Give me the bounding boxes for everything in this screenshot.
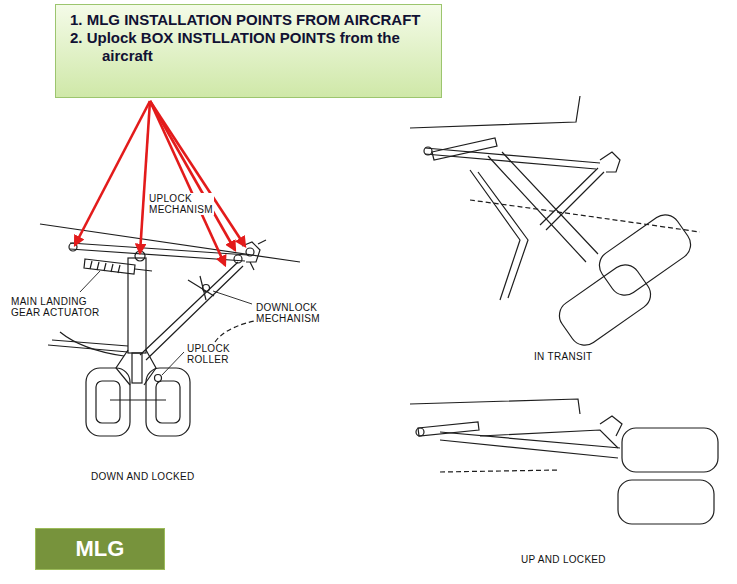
part-label: DOWNLOCK MECHANISM (255, 302, 329, 324)
leader-lines (80, 271, 252, 375)
drag-brace (470, 170, 528, 300)
hydraulic-line (60, 332, 124, 356)
leader-line (162, 352, 184, 375)
callout-item: 1. MLG INSTALLATION POINTS FROM AIRCRAFT (70, 11, 431, 29)
callout-item: 2. Uplock BOX INSTLLATION POINTS from th… (70, 29, 431, 65)
callout-arrow (150, 101, 245, 246)
uplock-hook (246, 248, 254, 256)
actuator-cylinder (432, 138, 497, 160)
view-caption: IN TRANSIT (533, 351, 625, 362)
wheel (622, 428, 718, 472)
wheel-well-line (440, 470, 560, 472)
wheel-hub (96, 381, 120, 423)
actuator-rod (135, 269, 152, 271)
pivot (424, 147, 432, 155)
wheel (86, 368, 130, 436)
aircraft-skin-line (410, 96, 580, 128)
aircraft-skin-line (410, 399, 580, 414)
callout-arrow (150, 101, 225, 265)
wheel-well-line (470, 200, 700, 232)
uplock-box (242, 240, 266, 270)
callout-arrow (75, 101, 150, 245)
downlock-pivot (203, 285, 210, 292)
title-box: MLG (35, 528, 165, 570)
gear-up-view (410, 399, 718, 524)
part-label: UPLOCK ROLLER (186, 343, 244, 365)
leader-line (80, 271, 100, 292)
axle (110, 399, 166, 400)
wheel (554, 259, 657, 351)
leader-line (213, 291, 252, 304)
part-label: MAIN LANDING GEAR ACTUATOR (10, 296, 104, 318)
pivot (234, 255, 242, 263)
callout-box: 1. MLG INSTALLATION POINTS FROM AIRCRAFT… (55, 4, 442, 98)
side-brace (480, 430, 618, 448)
shock-strut (488, 152, 598, 262)
pivot (416, 428, 424, 436)
piston (132, 353, 142, 383)
callout-arrow (150, 101, 235, 250)
trunnion-beam (425, 148, 600, 169)
side-brace (540, 168, 604, 230)
shock-strut (440, 432, 620, 458)
part-label: UPLOCK MECHANISM (148, 193, 214, 215)
callout-arrow (140, 101, 150, 253)
uplock-box (600, 152, 620, 172)
gear-down-view (40, 224, 300, 436)
view-caption: DOWN AND LOCKED (90, 471, 212, 482)
wheel (146, 368, 190, 436)
uplock-box (600, 416, 622, 436)
callout-arrows (75, 101, 245, 265)
uplock-roller (155, 375, 162, 382)
downlock-links (188, 276, 214, 300)
view-caption: UP AND LOCKED (520, 554, 632, 565)
gear-transit-view (410, 96, 700, 351)
drag-brace (48, 340, 128, 352)
wheel-hub (156, 381, 180, 423)
wheel (594, 209, 697, 301)
shock-strut (128, 258, 146, 353)
wheel (618, 480, 714, 524)
actuator-cylinder (418, 422, 479, 436)
title-text: MLG (76, 536, 125, 562)
actuator-hatch (90, 261, 120, 273)
actuator-cylinder (84, 259, 135, 274)
